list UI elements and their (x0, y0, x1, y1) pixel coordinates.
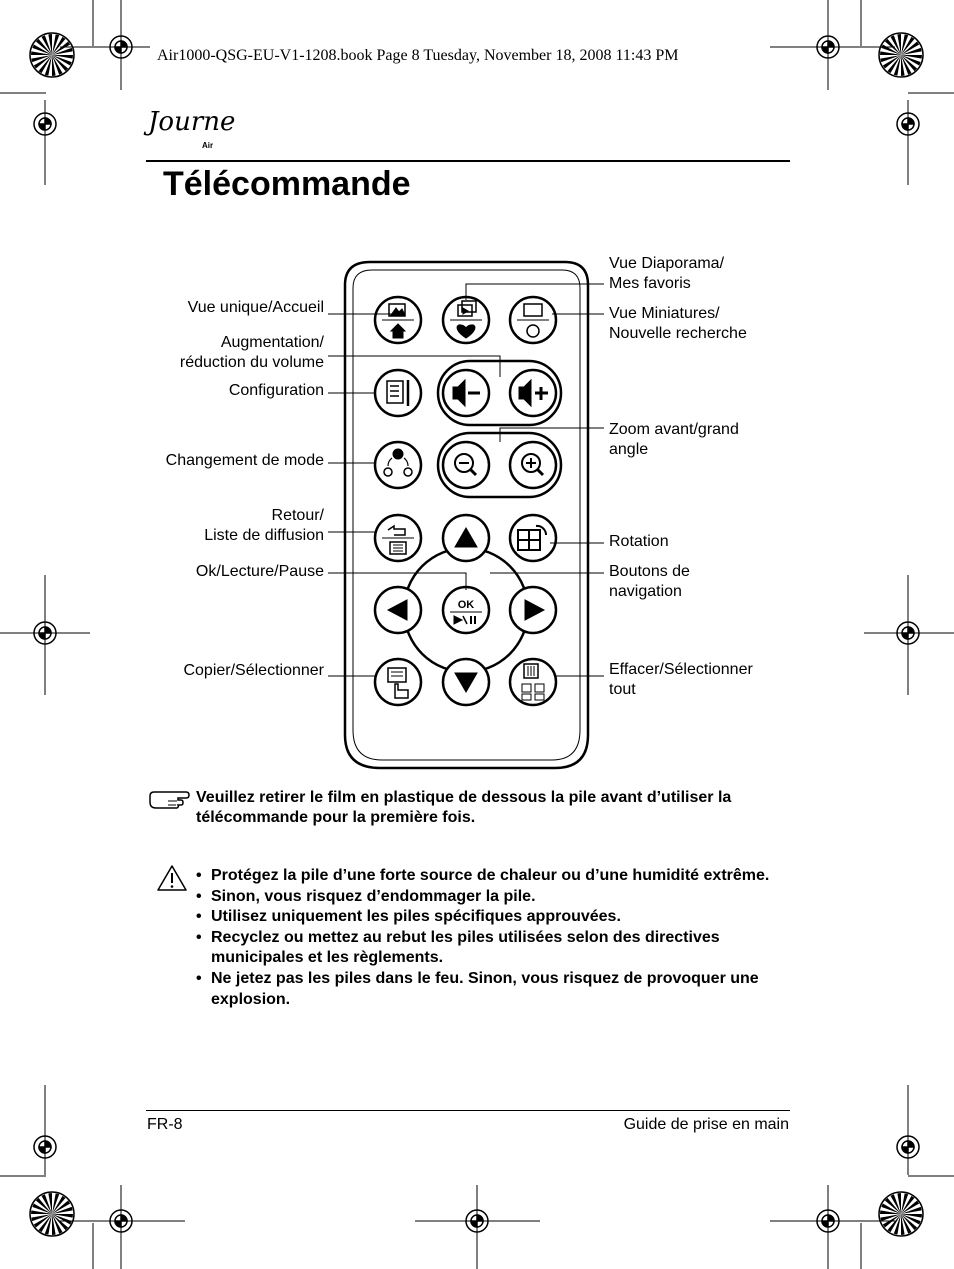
warning-item: Protégez la pile d’une forte source de c… (196, 866, 796, 887)
label-thumbnails-line-1: Vue Miniatures/ (609, 305, 720, 322)
registration-mark-icon (109, 1209, 133, 1233)
hand-note-icon (149, 791, 190, 809)
label-delete-line-1: Effacer/Sélectionner (609, 661, 753, 678)
label-copy-select: Copier/Sélectionner (183, 662, 324, 679)
note-text: Veuillez retirer le film en plastique de… (196, 789, 732, 826)
label-zoom-line-2: angle (609, 441, 649, 458)
registration-mark-icon (109, 35, 133, 59)
label-thumbnails-search: Vue Miniatures/ Nouvelle recherche (609, 304, 747, 344)
color-target-icon (878, 1191, 924, 1237)
label-delete-select-all: Effacer/Sélectionner tout (609, 660, 753, 700)
label-zoom: Zoom avant/grand angle (609, 420, 739, 460)
label-navigation-line-2: navigation (609, 583, 682, 600)
label-back-playlist: Retour/ Liste de diffusion (204, 506, 324, 546)
footer-guide-title: Guide de prise en main (623, 1116, 789, 1133)
registration-mark-icon (33, 1135, 57, 1159)
label-configuration: Configuration (228, 382, 324, 399)
label-navigation-line-1: Boutons de (609, 563, 690, 580)
warning-item: Utilisez uniquement les piles spécifique… (196, 907, 796, 928)
label-slideshow-favorites: Vue Diaporama/ Mes favoris (609, 254, 724, 294)
registration-mark-icon (33, 621, 57, 645)
registration-mark-icon (896, 621, 920, 645)
registration-mark-icon (816, 35, 840, 59)
label-thumbnails-line-2: Nouvelle recherche (609, 325, 747, 342)
label-ok-play-pause: Ok/Lecture/Pause (195, 563, 324, 580)
label-navigation: Boutons de navigation (609, 562, 690, 602)
label-single-view-home: Vue unique/Accueil (187, 299, 324, 316)
label-zoom-line-1: Zoom avant/grand (609, 421, 739, 438)
warning-item: Sinon, vous risquez d’endommager la pile… (196, 887, 796, 908)
label-volume-line-2: réduction du volume (179, 354, 324, 371)
label-volume-line-1: Augmentation/ (220, 334, 324, 351)
warning-item: Ne jetez pas les piles dans le feu. Sino… (196, 969, 796, 1010)
label-back-playlist-line-1: Retour/ (271, 507, 324, 524)
label-slideshow-line-1: Vue Diaporama/ (609, 255, 725, 272)
remote-body (343, 260, 590, 770)
brand-logo: Journe Air (148, 107, 238, 159)
label-slideshow-line-2: Mes favoris (609, 275, 691, 292)
warning-list: Protégez la pile d’une forte source de c… (196, 866, 796, 1010)
color-target-icon (29, 1191, 75, 1237)
label-rotation: Rotation (609, 533, 669, 550)
header-rule (146, 160, 790, 162)
logo-script: Journe (148, 107, 236, 137)
label-back-playlist-line-2: Liste de diffusion (204, 527, 324, 544)
logo-sub: Air (202, 141, 214, 150)
label-volume: Augmentation/ réduction du volume (180, 333, 324, 373)
color-target-icon (878, 32, 924, 78)
footer-rule (146, 1110, 790, 1111)
registration-mark-icon (465, 1209, 489, 1233)
warning-item: Recyclez ou mettez au rebut les piles ut… (196, 928, 796, 969)
label-mode-change: Changement de mode (165, 452, 324, 469)
page-number: FR-8 (147, 1116, 183, 1133)
registration-mark-icon (896, 112, 920, 136)
ok-label: OK (458, 599, 475, 611)
registration-mark-icon (816, 1209, 840, 1233)
registration-mark-icon (896, 1135, 920, 1159)
color-target-icon (29, 32, 75, 78)
remote-diagram: OK (343, 260, 590, 770)
registration-mark-icon (33, 112, 57, 136)
label-delete-line-2: tout (609, 681, 636, 698)
warning-triangle-icon (157, 865, 187, 891)
page-title: Télécommande (163, 165, 411, 203)
print-header: Air1000-QSG-EU-V1-1208.book Page 8 Tuesd… (157, 47, 679, 64)
